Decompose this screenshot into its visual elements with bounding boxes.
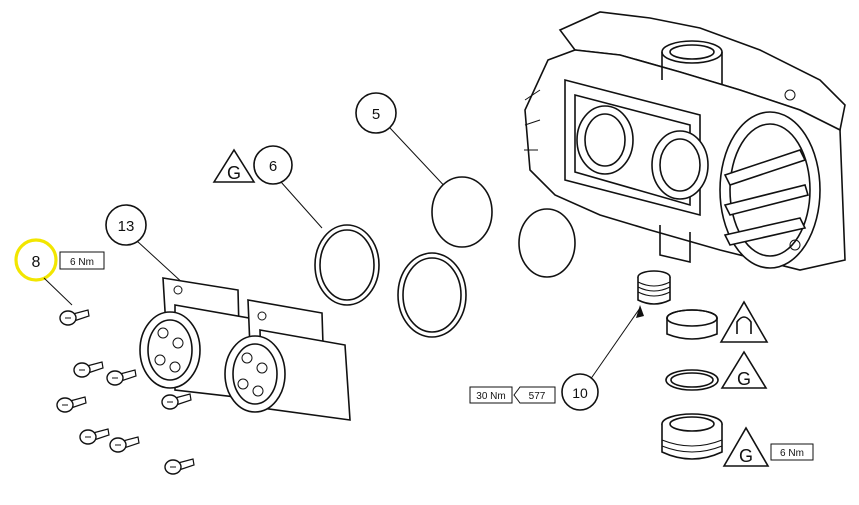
part-5-disc <box>431 176 493 248</box>
torque-tag-8-label: 6 Nm <box>70 257 94 268</box>
callout-8: 8 <box>14 238 73 306</box>
callout-8-label: 8 <box>32 254 41 271</box>
callout-6-label: 6 <box>269 158 277 175</box>
torque-tag-bottom: 6 Nm <box>770 443 814 461</box>
callout-6: 6 <box>253 145 323 229</box>
torque-tag-10-label: 30 Nm <box>476 391 505 402</box>
callout-13-label: 13 <box>118 218 135 235</box>
torque-tag-10-code: 577 <box>529 391 546 402</box>
grease-symbol-6: G <box>212 148 256 183</box>
spare-disc <box>518 208 576 278</box>
screw <box>161 393 192 410</box>
part-13-connector-assembly <box>139 277 351 421</box>
screw <box>59 309 90 326</box>
grease-symbol-lower-label: G <box>737 369 751 389</box>
screw <box>56 396 87 413</box>
callout-5: 5 <box>355 92 451 193</box>
part-8-screws <box>56 309 195 475</box>
callout-10-label: 10 <box>572 385 588 401</box>
magnet-symbol <box>719 300 769 343</box>
callout-8-highlight <box>14 238 58 282</box>
lower-oring <box>665 369 719 391</box>
screw <box>109 436 140 453</box>
valve-housing <box>524 11 846 271</box>
screw <box>73 361 104 378</box>
callout-13: 13 <box>105 204 186 286</box>
threaded-cap <box>661 413 723 460</box>
magnet-puck <box>666 309 718 340</box>
grease-symbol-6-label: G <box>227 163 241 183</box>
torque-tag-8: 6 Nm <box>59 251 105 270</box>
screw <box>79 428 110 445</box>
part-10-insert <box>637 270 671 305</box>
grease-symbol-lower: G <box>720 350 768 389</box>
torque-tag-bottom-label: 6 Nm <box>780 448 804 459</box>
grease-symbol-bottom-label: G <box>739 446 753 466</box>
part-6-orings <box>314 224 467 338</box>
callout-10: 10 <box>561 305 644 411</box>
screw <box>106 369 137 386</box>
callout-5-label: 5 <box>372 106 380 123</box>
torque-tag-10: 30 Nm 577 <box>469 386 556 404</box>
screw <box>164 458 195 475</box>
grease-symbol-bottom: G <box>722 426 770 467</box>
